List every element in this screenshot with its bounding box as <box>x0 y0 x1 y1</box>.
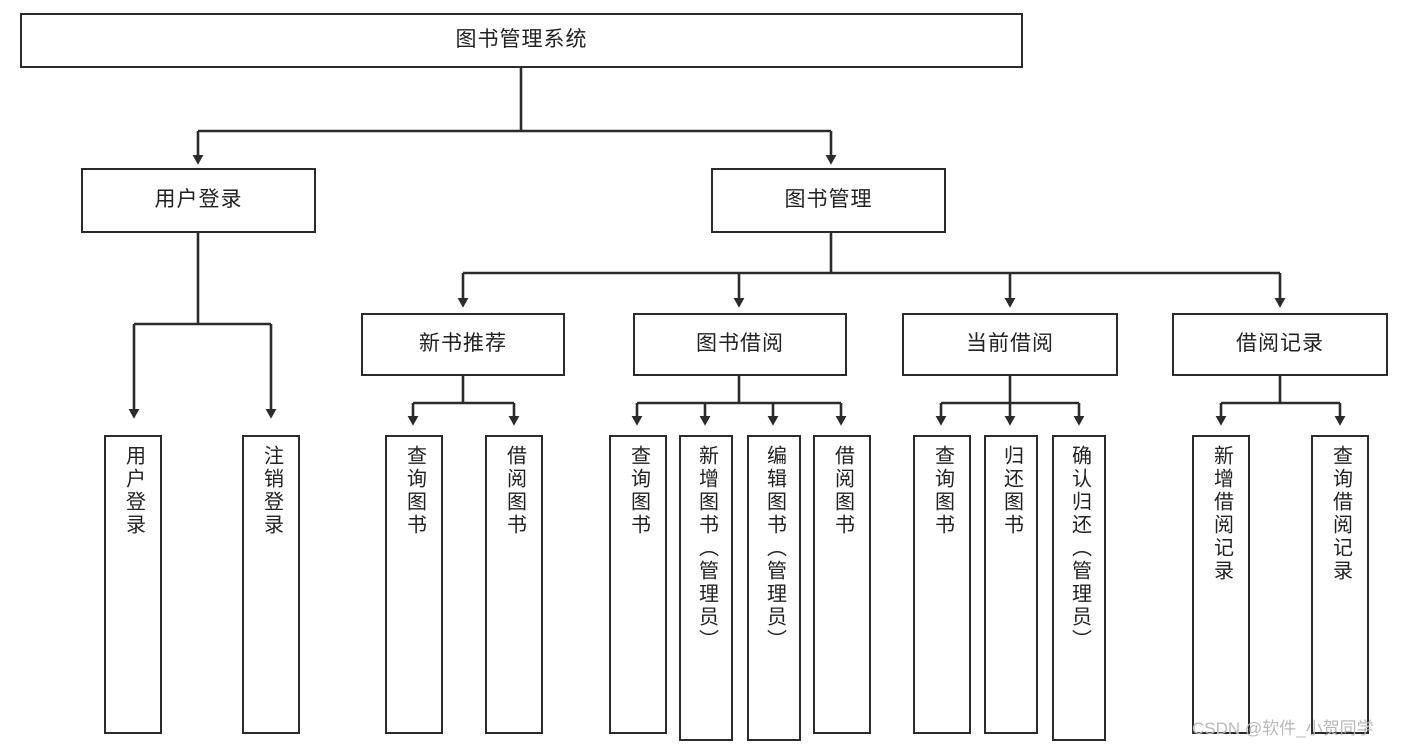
node-book-management-label: 图书管理 <box>784 188 873 212</box>
leaf-new-book-query-label: 查询图书 <box>403 445 426 537</box>
leaf-record-query-record[interactable]: 查询借阅记录 <box>1311 435 1369 734</box>
leaf-borrow-add-book-admin[interactable]: 新增图书（管理员） <box>679 435 733 741</box>
leaf-user-login-signout[interactable]: 注销登录 <box>242 435 300 734</box>
leaf-borrow-add-book-admin-label: 新增图书（管理员） <box>695 445 718 652</box>
node-root-label: 图书管理系统 <box>455 28 588 52</box>
leaf-borrow-edit-book-admin-label: 编辑图书（管理员） <box>763 445 786 652</box>
csdn-watermark: CSDN @软件_小贺同学 <box>1192 719 1374 738</box>
node-current-borrow-label: 当前借阅 <box>966 332 1054 356</box>
leaf-borrow-edit-book-admin[interactable]: 编辑图书（管理员） <box>747 435 801 741</box>
leaf-user-login-signout-label: 注销登录 <box>260 445 283 537</box>
leaf-borrow-query-book-label: 查询图书 <box>627 445 650 537</box>
node-current-borrow[interactable]: 当前借阅 <box>902 313 1118 376</box>
node-new-book-recommend[interactable]: 新书推荐 <box>361 313 565 376</box>
leaf-current-query-book[interactable]: 查询图书 <box>913 435 971 734</box>
leaf-new-book-borrow-label: 借阅图书 <box>503 445 526 537</box>
leaf-borrow-query-book[interactable]: 查询图书 <box>609 435 667 734</box>
leaf-borrow-borrow-book[interactable]: 借阅图书 <box>813 435 871 734</box>
node-root[interactable]: 图书管理系统 <box>20 13 1023 68</box>
leaf-current-query-book-label: 查询图书 <box>931 445 954 537</box>
node-new-book-recommend-label: 新书推荐 <box>419 332 507 356</box>
node-user-login[interactable]: 用户登录 <box>81 168 316 233</box>
leaf-borrow-borrow-book-label: 借阅图书 <box>831 445 854 537</box>
leaf-current-return-book-label: 归还图书 <box>1000 445 1023 537</box>
leaf-new-book-borrow[interactable]: 借阅图书 <box>485 435 543 734</box>
leaf-current-confirm-return-admin-label: 确认归还（管理员） <box>1068 445 1091 652</box>
node-book-borrow[interactable]: 图书借阅 <box>633 313 847 376</box>
leaf-current-confirm-return-admin[interactable]: 确认归还（管理员） <box>1052 435 1106 741</box>
leaf-user-login-signin[interactable]: 用户登录 <box>104 435 162 734</box>
node-borrow-record-label: 借阅记录 <box>1236 332 1324 356</box>
node-user-login-label: 用户登录 <box>154 188 243 212</box>
leaf-current-return-book[interactable]: 归还图书 <box>984 435 1038 734</box>
leaf-record-add-record-label: 新增借阅记录 <box>1210 445 1233 583</box>
node-book-management[interactable]: 图书管理 <box>711 168 946 233</box>
leaf-record-query-record-label: 查询借阅记录 <box>1329 445 1352 583</box>
leaf-user-login-signin-label: 用户登录 <box>122 445 145 537</box>
node-borrow-record[interactable]: 借阅记录 <box>1172 313 1388 376</box>
node-book-borrow-label: 图书借阅 <box>696 332 784 356</box>
leaf-record-add-record[interactable]: 新增借阅记录 <box>1192 435 1250 734</box>
leaf-new-book-query[interactable]: 查询图书 <box>385 435 443 734</box>
